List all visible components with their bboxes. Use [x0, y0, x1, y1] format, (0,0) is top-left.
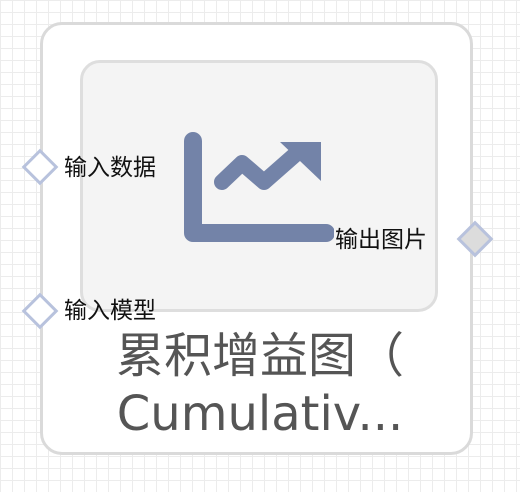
input-port-model-label: 输入模型	[64, 298, 156, 324]
node-title-line2: Cumulativ...	[116, 386, 404, 442]
input-port-data-label: 输入数据	[64, 155, 156, 181]
line-chart-trending-up-icon	[184, 132, 334, 242]
output-port-image-label: 输出图片	[335, 227, 427, 253]
node-title-line1: 累积增益图（	[115, 328, 404, 384]
